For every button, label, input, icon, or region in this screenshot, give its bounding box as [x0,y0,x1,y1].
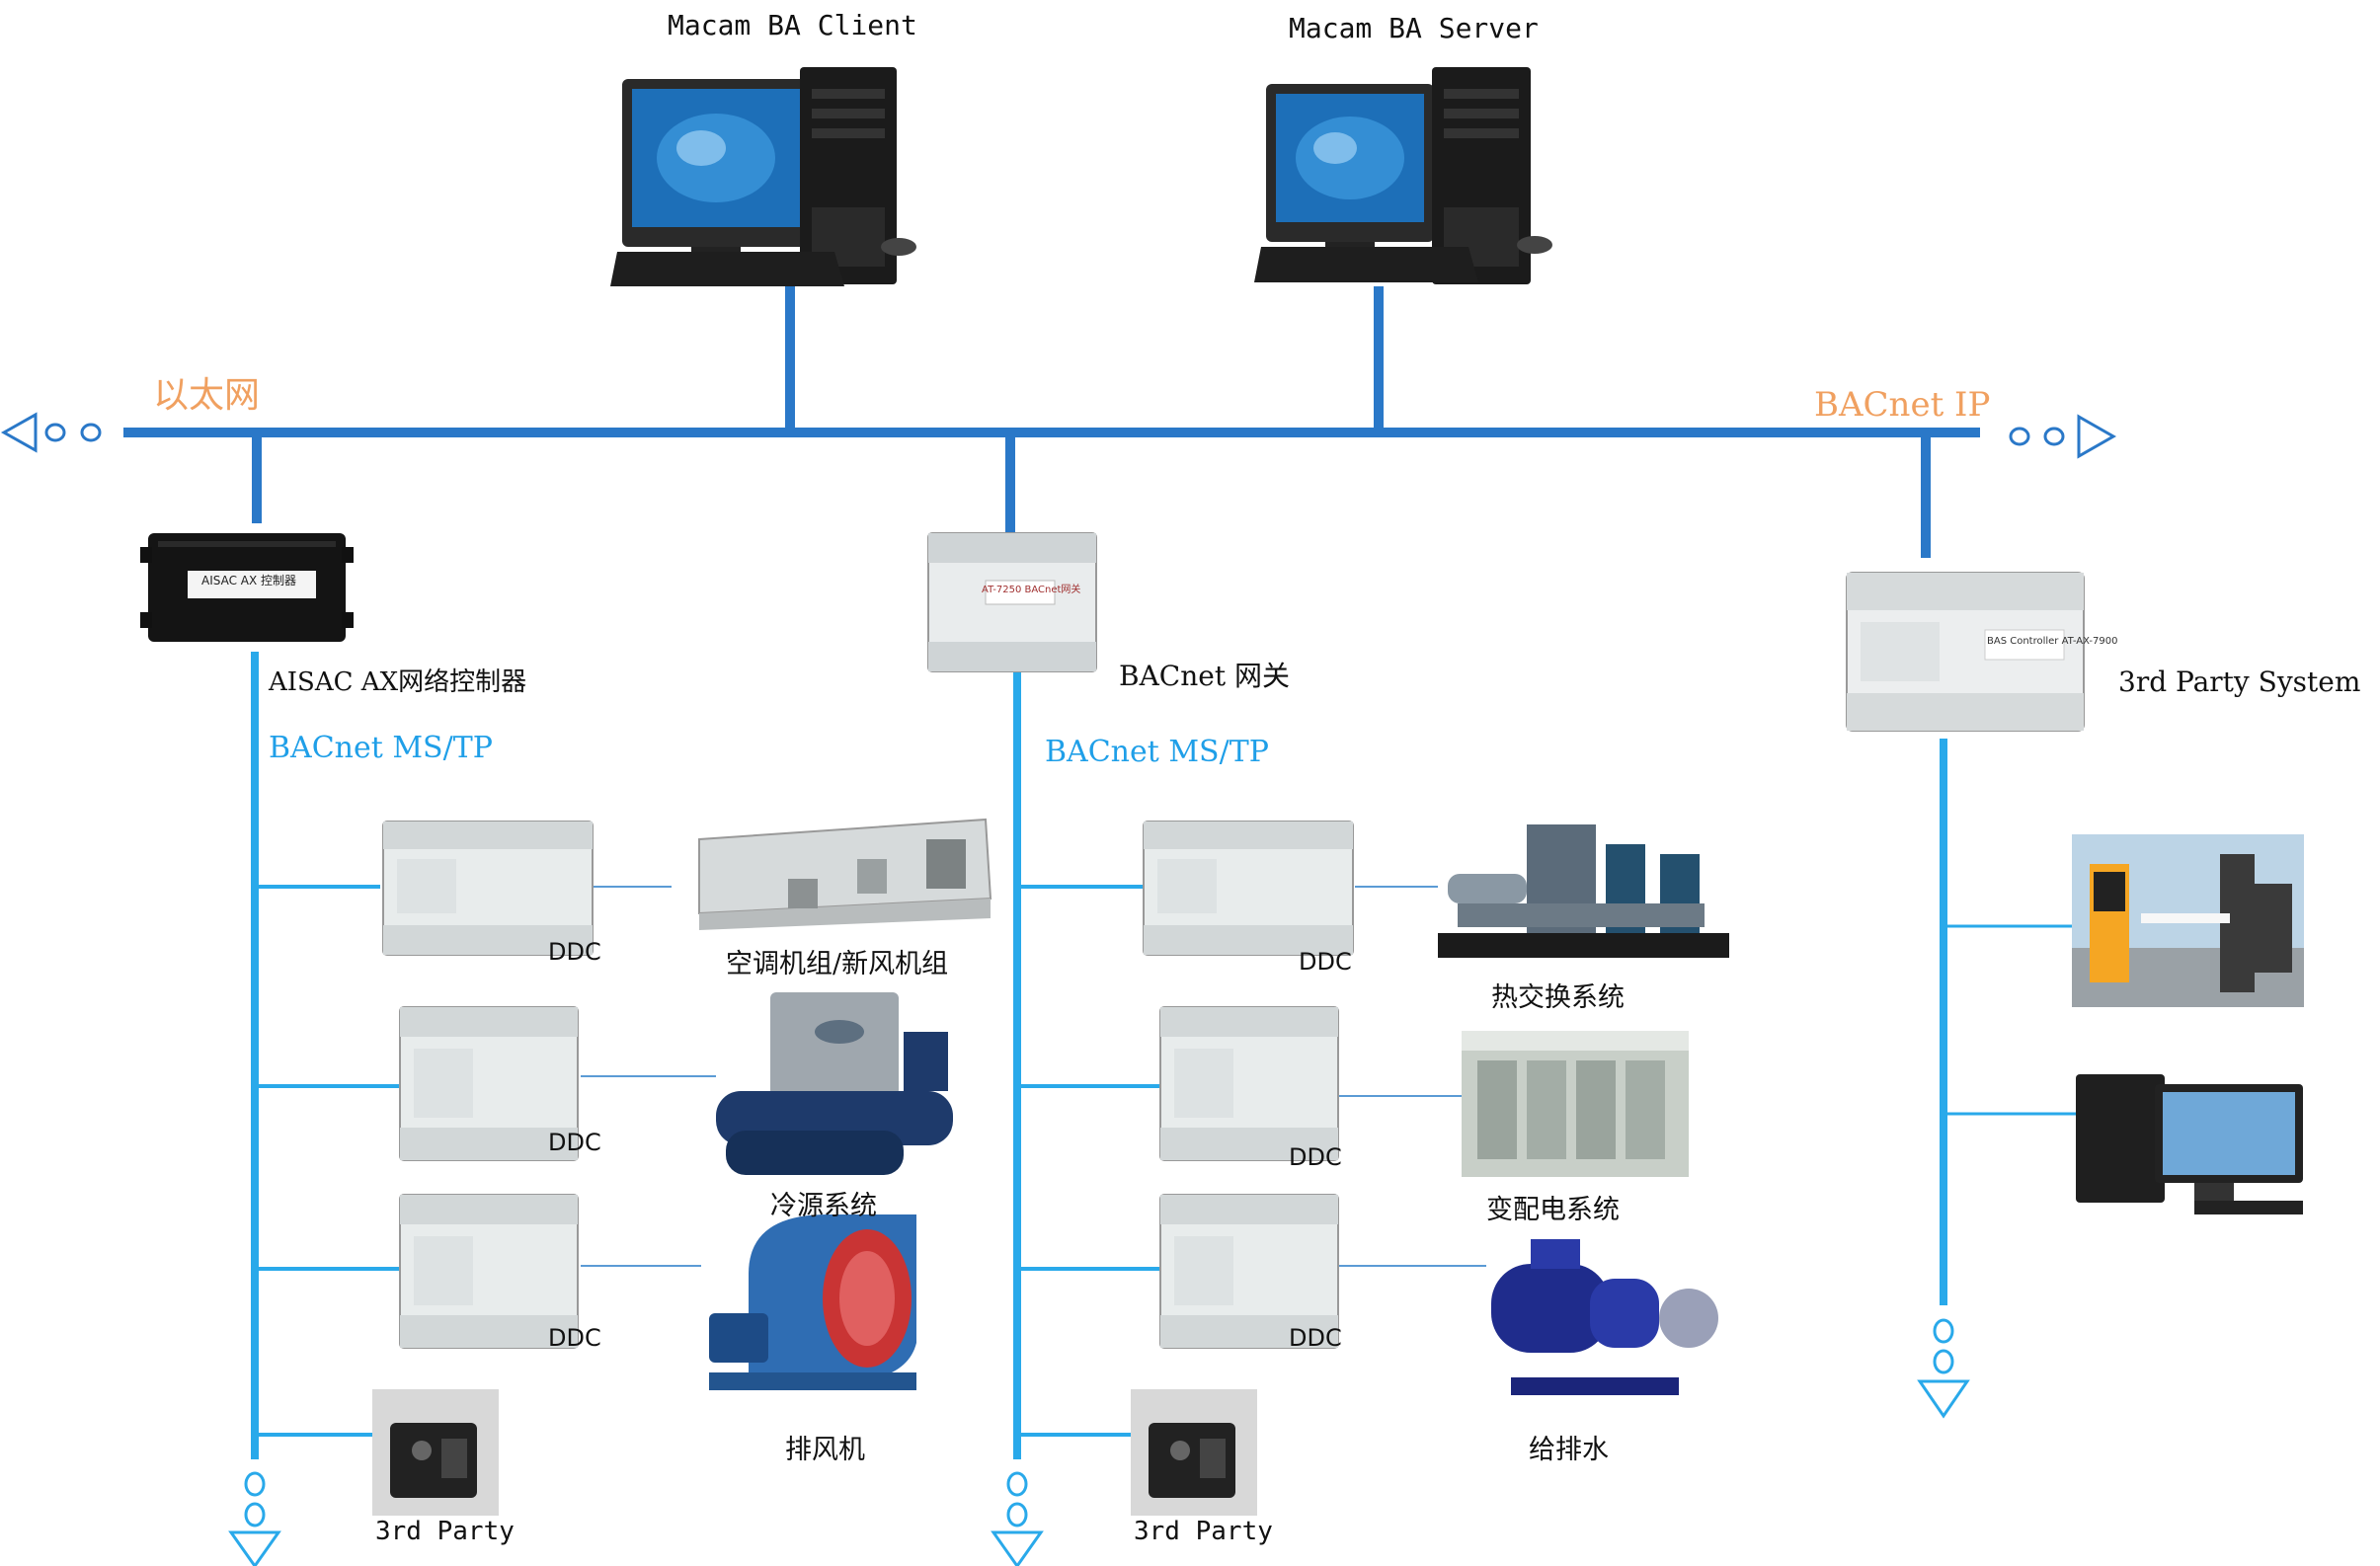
equipment-label: 变配电系统 [1486,1195,1620,1225]
equipment-label: 排风机 [785,1435,865,1465]
heat-exchanger-icon [1438,824,1729,958]
down-arrow-icon [1917,1318,1970,1419]
ahu-icon [698,818,992,930]
client-label: Macam BA Client [668,9,917,41]
equipment-label: 冷源系统 [770,1191,877,1221]
computer-icon [1254,67,1552,284]
equipment-label: 给排水 [1529,1435,1609,1465]
chiller-icon [716,992,953,1175]
computer-icon [610,67,916,286]
gateway-label: BACnet 网关 [1119,660,1290,692]
gateway-face-text: AT-7250 BACnet网关 [982,585,1081,595]
computer-icon [2076,1074,2303,1214]
third-party-label: 3rd Party [375,1517,515,1546]
gateway-icon [927,532,1097,672]
left-arrow-icon [0,412,102,453]
thirdparty-system-label: 3rd Party System [2118,666,2361,698]
equipment-label: 热交换系统 [1491,982,1625,1013]
ddc-module-icon [1143,821,1354,956]
third-party-label: 3rd Party [1134,1517,1273,1546]
ddc-label: DDC [548,938,601,966]
ddc-label: DDC [1299,948,1352,976]
switchgear-icon [1462,1031,1689,1177]
thirdparty-controller-icon [1846,572,2085,732]
third-party-board-icon [372,1389,499,1516]
down-arrow-icon [991,1471,1044,1566]
ddc-label: DDC [548,1324,601,1352]
pump-icon [1491,1239,1718,1395]
down-arrow-icon [228,1471,281,1566]
mstp-label-2: BACnet MS/TP [1045,735,1269,769]
exhaust-fan-icon [709,1214,916,1390]
aisac-face-text: AISAC AX 控制器 [201,574,297,587]
ethernet-label: 以太网 [153,375,261,416]
right-arrow-icon [2009,414,2117,459]
mstp-label-1: BACnet MS/TP [269,731,493,765]
ddc-module-icon [399,1194,579,1349]
thirdparty-face-text: BAS Controller AT-AX-7900 [1987,636,2118,647]
parking-system-icon [2072,834,2304,1007]
aisac-label: AISAC AX网络控制器 [269,667,527,697]
aisac-controller-icon [140,533,354,642]
bacnet-ip-label: BACnet IP [1814,385,1991,425]
ddc-module-icon [1159,1006,1339,1161]
ddc-label: DDC [1289,1143,1342,1171]
ddc-module-icon [1159,1194,1339,1349]
ddc-module-icon [382,821,594,956]
ddc-label: DDC [1289,1324,1342,1352]
ddc-module-icon [399,1006,579,1161]
server-label: Macam BA Server [1289,12,1539,44]
third-party-board-icon [1131,1389,1257,1516]
ddc-label: DDC [548,1129,601,1156]
equipment-label: 空调机组/新风机组 [726,949,949,979]
